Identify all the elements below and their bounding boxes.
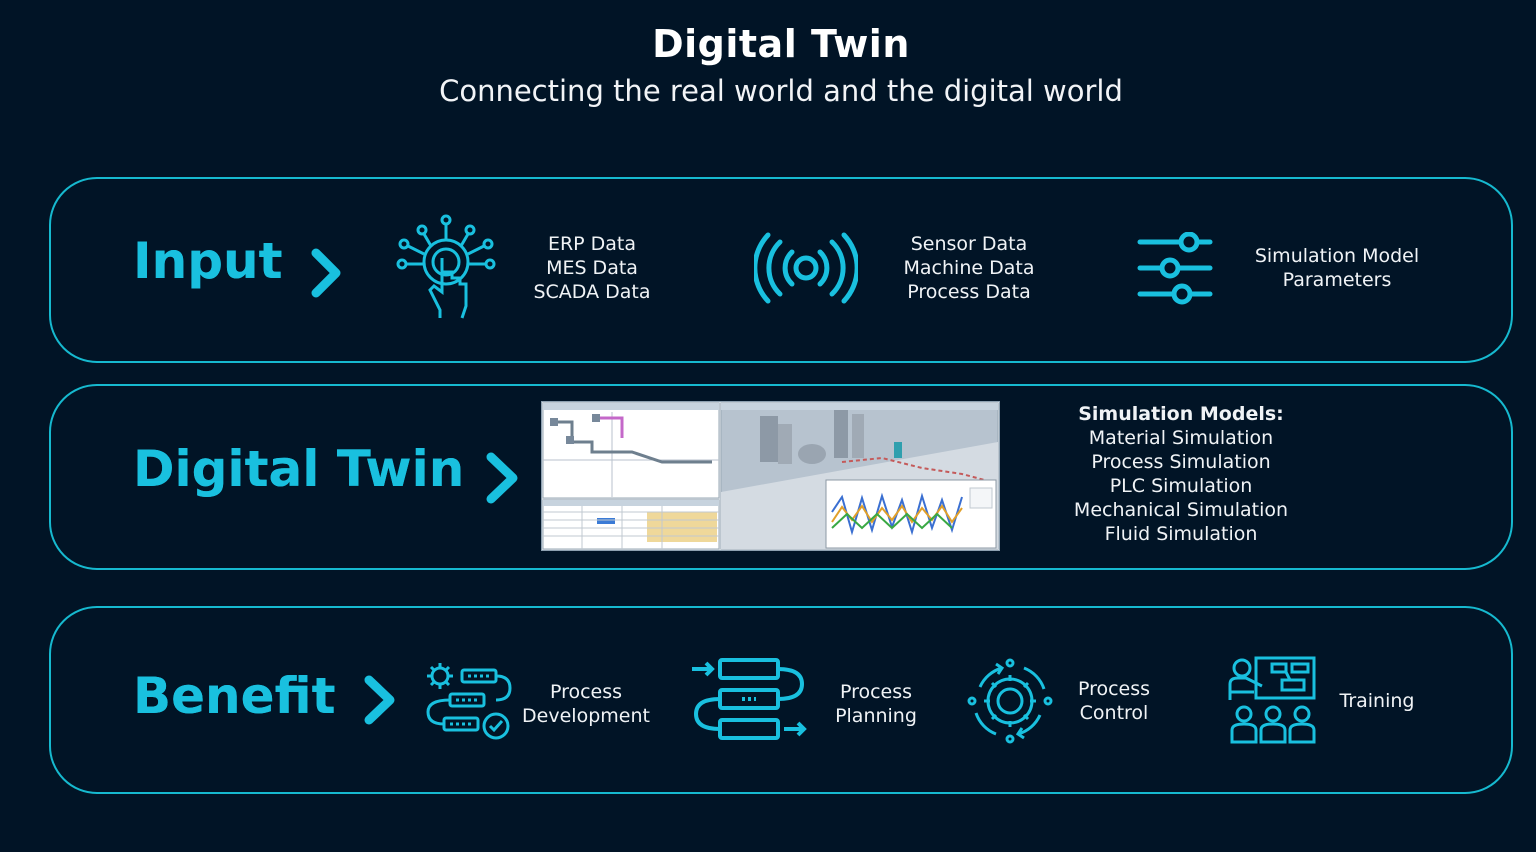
benefit-item-2-text: Process Planning [835,681,917,727]
chevron-right-icon [486,452,518,504]
digital-twin-heading: Digital Twin [133,440,465,498]
page-title: Digital Twin [652,22,910,66]
chevron-right-icon [311,248,341,298]
page-subtitle: Connecting the real world and the digita… [439,74,1123,108]
input-panel [49,177,1513,363]
simulation-screenshot [541,401,1000,551]
input-group-1-text: ERP Data MES Data SCADA Data [533,233,651,303]
benefit-item-4-text: Training [1339,690,1415,712]
benefit-panel [49,606,1513,794]
input-group-2-text: Sensor Data Machine Data Process Data [903,233,1035,303]
benefit-item-3-text: Process Control [1077,678,1151,724]
process-planning-icon [692,658,807,740]
digital-twin-panel [49,384,1513,570]
process-development-icon [426,663,512,740]
simulation-models-title: Simulation Models: [1078,403,1284,425]
input-group-3-text: Simulation Model Parameters [1254,245,1420,291]
training-icon [1228,656,1316,744]
gear-cycle-icon [967,658,1053,744]
sliders-icon [1137,232,1213,305]
input-heading: Input [133,232,283,290]
simulation-models-list: Simulation Models: Material Simulation P… [1064,402,1298,546]
touch-network-icon [396,214,496,319]
benefit-item-1-text: Process Development [522,681,650,727]
chevron-right-icon [364,675,395,725]
benefit-heading: Benefit [133,667,336,725]
signal-broadcast-icon [754,232,858,304]
